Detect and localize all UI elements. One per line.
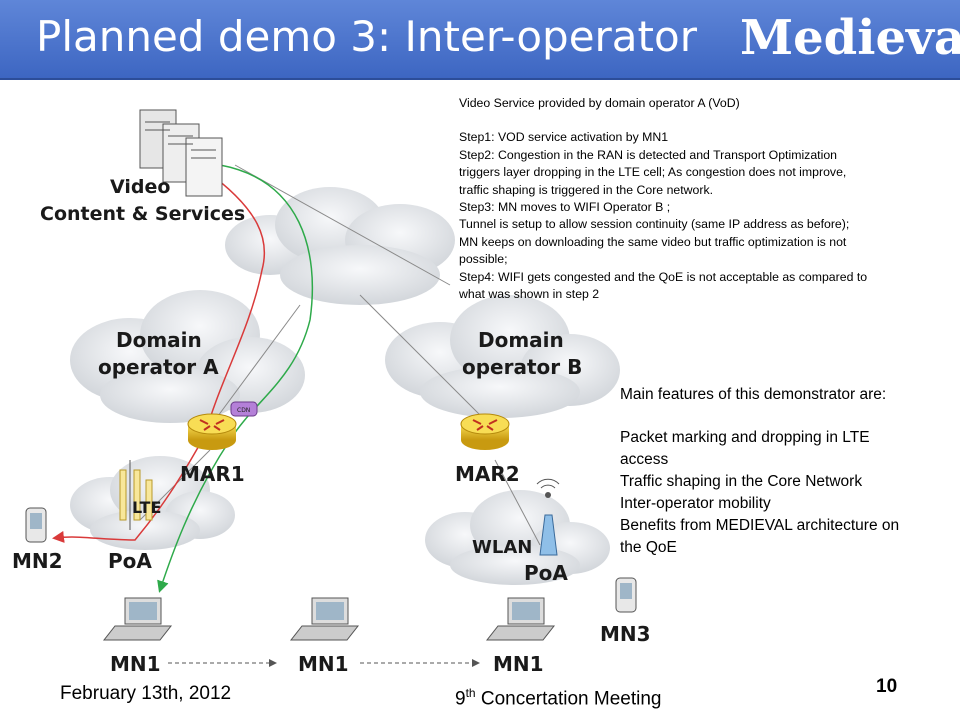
feature-line: Main features of this demonstrator are: <box>620 386 887 403</box>
core-cloud <box>225 187 455 305</box>
slide-title: Planned demo 3: Inter-operator <box>36 12 697 61</box>
scenario-line: Tunnel is setup to allow session continu… <box>459 217 850 232</box>
lte-label: LTE <box>132 498 162 517</box>
scenario-line: Video Service provided by domain operato… <box>459 96 740 110</box>
footer-date: February 13th, 2012 <box>60 683 232 704</box>
mn1-label-middle: MN1 <box>298 652 349 676</box>
feature-line <box>620 406 960 427</box>
domain-a-cloud <box>70 290 305 423</box>
feature-line: Traffic shaping in the Core Network <box>620 473 863 490</box>
meeting-ordinal: th <box>465 686 476 700</box>
meeting-number: 9 <box>455 688 466 710</box>
meeting-name: Concertation Meeting <box>475 688 662 710</box>
mn1-laptop-icon-middle <box>289 597 360 641</box>
feature-line: the QoE <box>620 539 677 556</box>
mn1-laptop-icon-start <box>102 597 173 641</box>
mn3-label: MN3 <box>600 622 651 646</box>
footer-meeting: 9th Concertation Meeting <box>455 686 661 710</box>
scenario-line: what was shown in step 2 <box>459 287 600 302</box>
cdn-label: CDN <box>237 407 250 414</box>
feature-line: Inter-operator mobility <box>620 495 771 512</box>
scenario-line: triggers layer dropping in the LTE cell;… <box>459 165 847 180</box>
domain-b-cloud <box>385 295 620 418</box>
server-icon <box>139 109 223 197</box>
medieval-logo: Medieval <box>740 4 960 74</box>
mar1-label: MAR1 <box>180 462 245 486</box>
mn1-label-start: MN1 <box>110 652 161 676</box>
wlan-poa-label: PoA <box>524 561 568 585</box>
domain-b-label-line2: operator B <box>462 355 583 379</box>
feature-line: access <box>620 451 669 468</box>
mn3-phone-icon <box>615 577 637 613</box>
scenario-line: Step3: MN moves to WIFI Operator B ; <box>459 200 671 215</box>
lte-poa-label: PoA <box>108 549 152 573</box>
feature-line: Benefits from MEDIEVAL architecture on <box>620 517 900 534</box>
features-list: Main features of this demonstrator are: … <box>620 384 960 559</box>
wlan-access-point-icon <box>536 478 560 556</box>
mar2-label: MAR2 <box>455 462 520 486</box>
mn2-label: MN2 <box>12 549 63 573</box>
scenario-description: Video Service provided by domain operato… <box>459 95 954 303</box>
mar1-router-icon <box>187 413 237 450</box>
scenario-line <box>459 112 954 129</box>
scenario-line: Step4: WIFI gets congested and the QoE i… <box>459 269 868 284</box>
scenario-line: Step2: Congestion in the RAN is detected… <box>459 147 837 162</box>
mn1-laptop-icon-end <box>485 597 556 641</box>
feature-line: Packet marking and dropping in LTE <box>620 429 870 446</box>
page-number: 10 <box>876 676 898 697</box>
lte-tower-icon <box>119 460 153 530</box>
scenario-line: traffic shaping is triggered in the Core… <box>459 182 714 197</box>
mar2-router-icon <box>460 413 510 450</box>
domain-b-label-line1: Domain <box>478 328 564 352</box>
content-services-label: Content & Services <box>40 203 246 225</box>
cdn-icon <box>230 401 258 417</box>
mn1-label-end: MN1 <box>493 652 544 676</box>
logo-text: Medieval <box>740 10 960 66</box>
scenario-line: MN keeps on downloading the same video b… <box>459 234 847 249</box>
domain-a-label-line2: operator A <box>98 355 219 379</box>
video-label: Video <box>110 176 171 198</box>
scenario-line: possible; <box>459 252 508 267</box>
network-diagram: CDN <box>25 109 637 667</box>
title-bar: Planned demo 3: Inter-operator Medieval <box>0 0 960 80</box>
wlan-label: WLAN <box>472 537 533 558</box>
green-flow-path <box>157 164 314 593</box>
scenario-line: Step1: VOD service activation by MN1 <box>459 130 669 145</box>
mn2-phone-icon <box>25 507 47 543</box>
domain-a-label-line1: Domain <box>116 328 202 352</box>
